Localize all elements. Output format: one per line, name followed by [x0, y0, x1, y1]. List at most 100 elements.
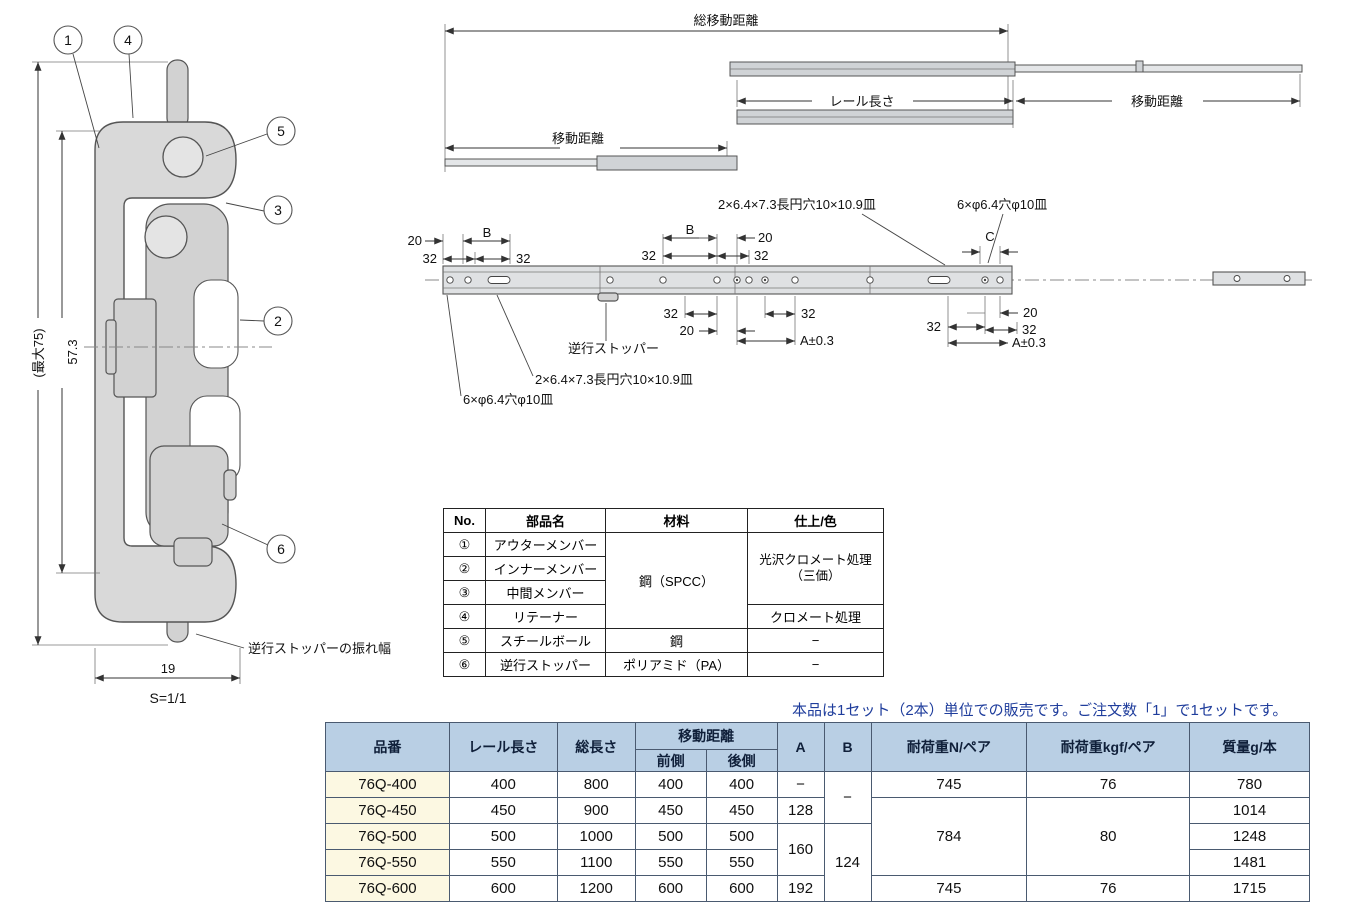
- spec-weight: 780: [1189, 771, 1310, 798]
- parts-row-6: ⑥ 逆行ストッパー ポリアミド（PA） −: [443, 652, 884, 677]
- spec-header-load-kgf: 耐荷重kgf/ペア: [1026, 722, 1191, 772]
- spec-header-row-1: 品番 レール長さ 総長さ 移動距離 A B 耐荷重N/ペア 耐荷重kgf/ペア …: [325, 722, 1310, 772]
- spec-travel-rear: 450: [705, 797, 778, 824]
- spec-rail-length: 500: [448, 823, 558, 850]
- rail-end-piece: [1212, 271, 1306, 286]
- reverse-stopper-side: [597, 292, 619, 302]
- dim-20-right: 20: [1023, 305, 1037, 320]
- parts-header-name: 部品名: [485, 508, 606, 533]
- part-name: 逆行ストッパー: [485, 652, 606, 677]
- spec-header-weight: 質量g/本: [1189, 722, 1310, 772]
- spec-weight: 1248: [1189, 823, 1310, 850]
- spec-rail-length: 450: [448, 797, 558, 824]
- spec-b-merged-top: −: [823, 771, 872, 824]
- spec-load-n: 745: [870, 875, 1028, 902]
- dim-width-label: 19: [161, 661, 175, 676]
- part-material-steel: 鋼（SPCC）: [605, 532, 748, 629]
- spec-travel-front: 550: [634, 849, 707, 876]
- callouts: 1 4 5 3 2 6: [53, 25, 296, 564]
- side-view-dims-bottom-middle: 32 32 20 A±0.3: [664, 296, 834, 348]
- spec-header-a: A: [776, 722, 825, 772]
- parts-header-material: 材料: [605, 508, 748, 533]
- spec-weight: 1014: [1189, 797, 1310, 824]
- side-view-drawing: 20 B 32 32 B 20 32 32 2×6.4×7.3長円穴10×10.…: [408, 197, 1312, 407]
- travel-left-label: 移動距離: [552, 131, 604, 146]
- rail-length-label: レール長さ: [829, 94, 894, 109]
- callout-circle-2: [263, 306, 293, 336]
- spec-travel-front: 500: [634, 823, 707, 850]
- side-view-dim-c: C: [962, 229, 1018, 264]
- dim-32-middle-1: 32: [642, 248, 656, 263]
- part-finish: −: [747, 628, 884, 653]
- spec-travel-front: 450: [634, 797, 707, 824]
- spec-travel-rear: 550: [705, 849, 778, 876]
- spec-travel-rear: 500: [705, 823, 778, 850]
- reverse-stopper-shape: [149, 445, 229, 547]
- spec-b-merged-bottom: 124: [823, 823, 872, 902]
- spec-total-length: 1000: [556, 823, 636, 850]
- spec-total-length: 800: [556, 771, 636, 798]
- slot-note-top: 2×6.4×7.3長円穴10×10.9皿: [718, 197, 876, 212]
- dim-b-middle: B: [686, 222, 695, 237]
- part-name: インナーメンバー: [485, 556, 606, 581]
- part-name: リテーナー: [485, 604, 606, 629]
- spec-part-no: 76Q-600: [325, 875, 450, 902]
- dim-rail-height-label: 57.3: [65, 339, 80, 364]
- stopper-swing-note: 逆行ストッパーの振れ幅: [248, 641, 391, 656]
- spec-a: 192: [776, 875, 825, 902]
- spec-header-part-no: 品番: [325, 722, 450, 772]
- part-finish: −: [747, 652, 884, 677]
- part-finish-chromate: クロメート処理: [747, 604, 884, 629]
- hole-note-top: 6×φ6.4穴φ10皿: [957, 197, 1047, 212]
- dim-32-right-1: 32: [927, 319, 941, 334]
- callout-circle-5: [266, 116, 296, 146]
- travel-right-label: 移動距離: [1131, 94, 1183, 109]
- part-material: ポリアミド（PA）: [605, 652, 748, 677]
- callout-circle-3: [263, 195, 293, 225]
- spec-total-length: 1200: [556, 875, 636, 902]
- spec-header-total-length: 総長さ: [556, 722, 636, 772]
- spec-row-76q-550: 76Q-550 550 1100 550 550 1481: [325, 849, 1310, 876]
- dim-b-left: B: [483, 225, 492, 240]
- steel-ball-second: [144, 215, 188, 259]
- inner-member-shape: [113, 298, 157, 398]
- spec-travel-rear: 400: [705, 771, 778, 798]
- spec-total-length: 900: [556, 797, 636, 824]
- part-no: ⑥: [443, 652, 486, 677]
- dim-max-height-label: (最大75): [31, 328, 46, 377]
- spec-travel-front: 600: [634, 875, 707, 902]
- dim-20-middle: 20: [758, 230, 772, 245]
- dim-32-right-2: 32: [1022, 322, 1036, 337]
- inner-extended-bar-right: [1014, 64, 1303, 73]
- spec-total-length: 1100: [556, 849, 636, 876]
- spec-rail-length: 550: [448, 849, 558, 876]
- parts-row-5: ⑤ スチールボール 鋼 −: [443, 628, 884, 653]
- cross-section-drawing: (最大75) 57.3 19 S=1/1: [31, 25, 391, 706]
- spec-load-kgf: 76: [1026, 875, 1191, 902]
- spec-travel-front: 400: [634, 771, 707, 798]
- spec-part-no: 76Q-400: [325, 771, 450, 798]
- callout-3-label: 3: [274, 202, 282, 218]
- part-no: ⑤: [443, 628, 486, 653]
- extension-diagram: 総移動距離 レール長さ 移動距離 移動距離: [444, 13, 1303, 172]
- stopper-swing-top: [166, 59, 189, 129]
- parts-header-no: No.: [443, 508, 486, 533]
- spec-load-n-merged: 784: [870, 797, 1028, 876]
- spec-row-76q-500: 76Q-500 500 1000 500 500 160 124 1248: [325, 823, 1310, 902]
- callout-1-label: 1: [64, 32, 72, 48]
- spec-load-kgf: 76: [1026, 771, 1191, 798]
- spec-load-kgf-merged: 80: [1026, 797, 1191, 876]
- spec-part-no: 76Q-450: [325, 797, 450, 824]
- part-name: スチールボール: [485, 628, 606, 653]
- spec-header-travel: 移動距離: [634, 722, 778, 750]
- parts-row-1: ① アウターメンバー 鋼（SPCC） 光沢クロメート処理 （三価）: [443, 532, 884, 629]
- callout-circle-4: [113, 25, 143, 55]
- spec-load-n: 745: [870, 771, 1028, 798]
- spec-header-b: B: [823, 722, 872, 772]
- part-finish-gloss: 光沢クロメート処理 （三価）: [747, 532, 884, 605]
- dim-32-bottom-1: 32: [664, 306, 678, 321]
- spec-a-merged: 160: [776, 823, 825, 876]
- part-no: ①: [443, 532, 486, 557]
- part-no: ③: [443, 580, 486, 605]
- dim-32-middle-2: 32: [754, 248, 768, 263]
